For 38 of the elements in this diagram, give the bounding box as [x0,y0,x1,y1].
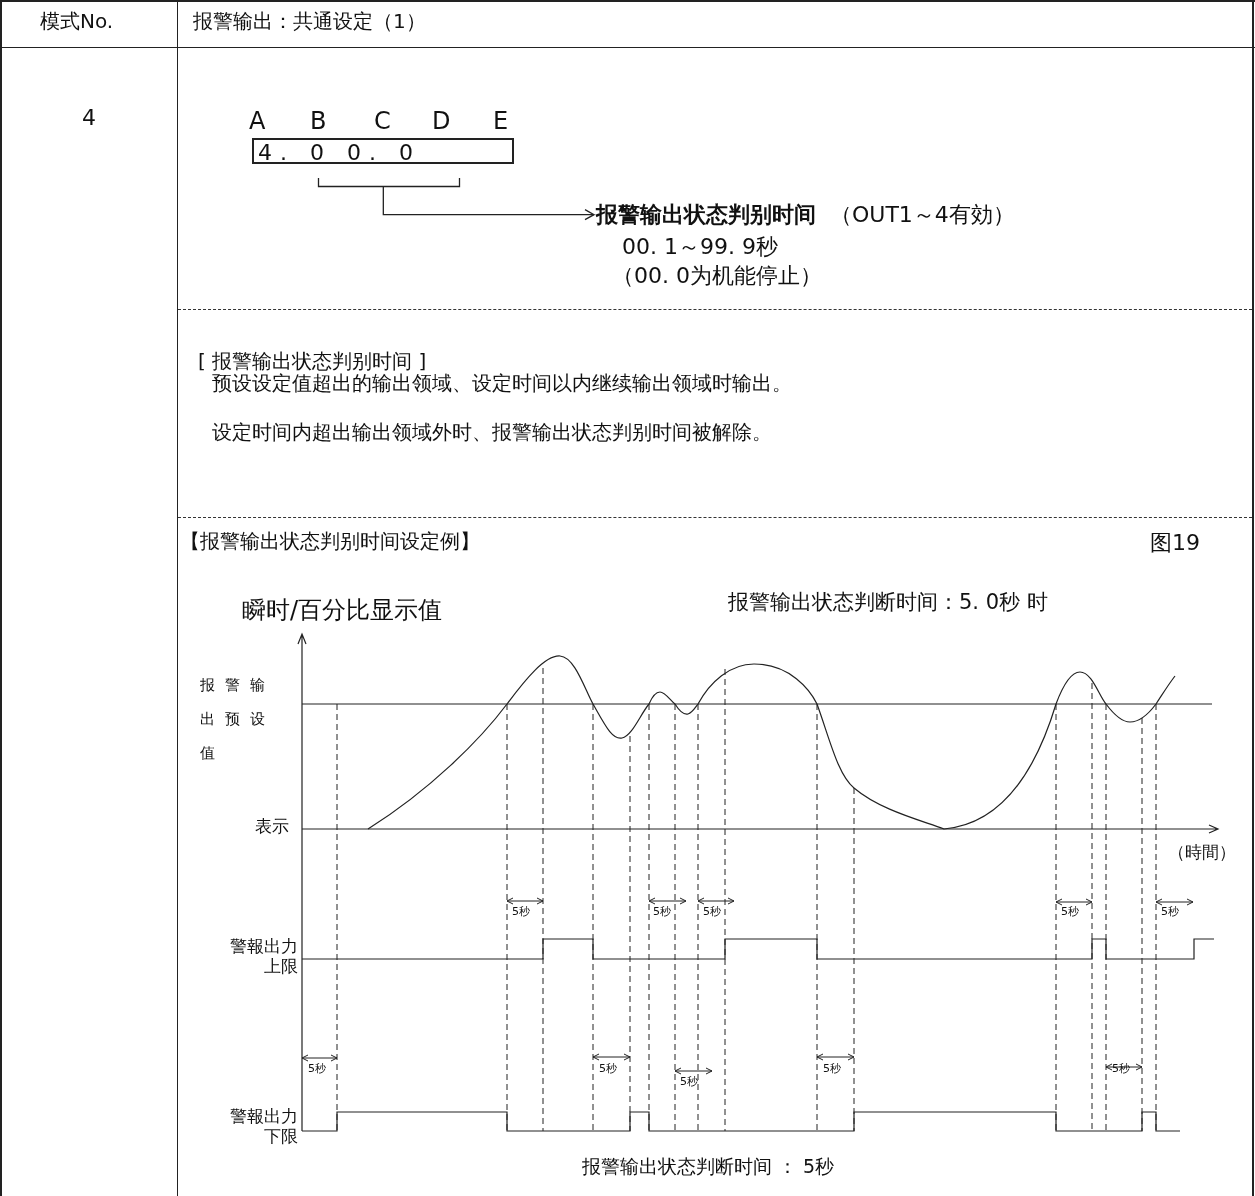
dimension-label: 5秒 [823,1063,841,1076]
section-heading: [ 报警输出状态判别时间 ] [198,350,427,373]
digit-label: E [493,108,509,136]
column-header: 模式No. [40,10,114,33]
dimension-label: 5秒 [599,1063,617,1076]
signal-label: 警報出力上限 [229,937,298,977]
description-text: 设定时间内超出输出领域外时、报警输出状态判别时间被解除。 [212,421,772,444]
dimension-label: 5秒 [308,1063,326,1076]
table-title: 报警输出：共通设定（1） [193,10,426,33]
annotation: 报警输出状态判断时间 ： 5秒 [582,1156,835,1178]
dimension-label: 5秒 [1112,1063,1130,1076]
digit-label: B [310,108,327,136]
bracket [318,178,460,187]
dimension-label: 5秒 [653,906,671,919]
signal-label: 警報出力下限 [229,1107,298,1147]
digit-label: A [249,108,266,136]
parameter-note: （OUT1～4有効） [830,202,1015,228]
parameter-name: 报警输出状态判别时间 [596,202,816,228]
signal-label: 表示 [255,817,289,837]
dimension-label: 5秒 [680,1076,698,1089]
description-text: 预设设定值超出的输出领域、设定时间以内继续输出领域时输出。 [212,372,792,395]
figure-number: 图19 [1150,530,1200,556]
axis-label: 瞬时/百分比显示值 [242,597,443,625]
axis-label: （時間） [1168,843,1236,863]
arrow [382,186,595,221]
mode-number: 4 [82,105,96,131]
dimension-label: 5秒 [703,906,721,919]
dimension-label: 5秒 [1061,906,1079,919]
axis-label: 报警输出预设值 [200,675,276,764]
display-readout: 4. 0 0. 0 [252,138,514,164]
annotation: 报警输出状态判断时间：5. 0秒 时 [728,590,1048,615]
setting-range: 00. 1～99. 9秒 [622,234,778,260]
digit-label: C [374,108,391,136]
dimension-label: 5秒 [1161,906,1179,919]
parameter-note: （00. 0为机能停止） [612,263,822,289]
digit-label: D [432,108,451,136]
example-title: 【报警输出状态判别时间设定例】 [180,530,480,553]
dimension-label: 5秒 [512,906,530,919]
